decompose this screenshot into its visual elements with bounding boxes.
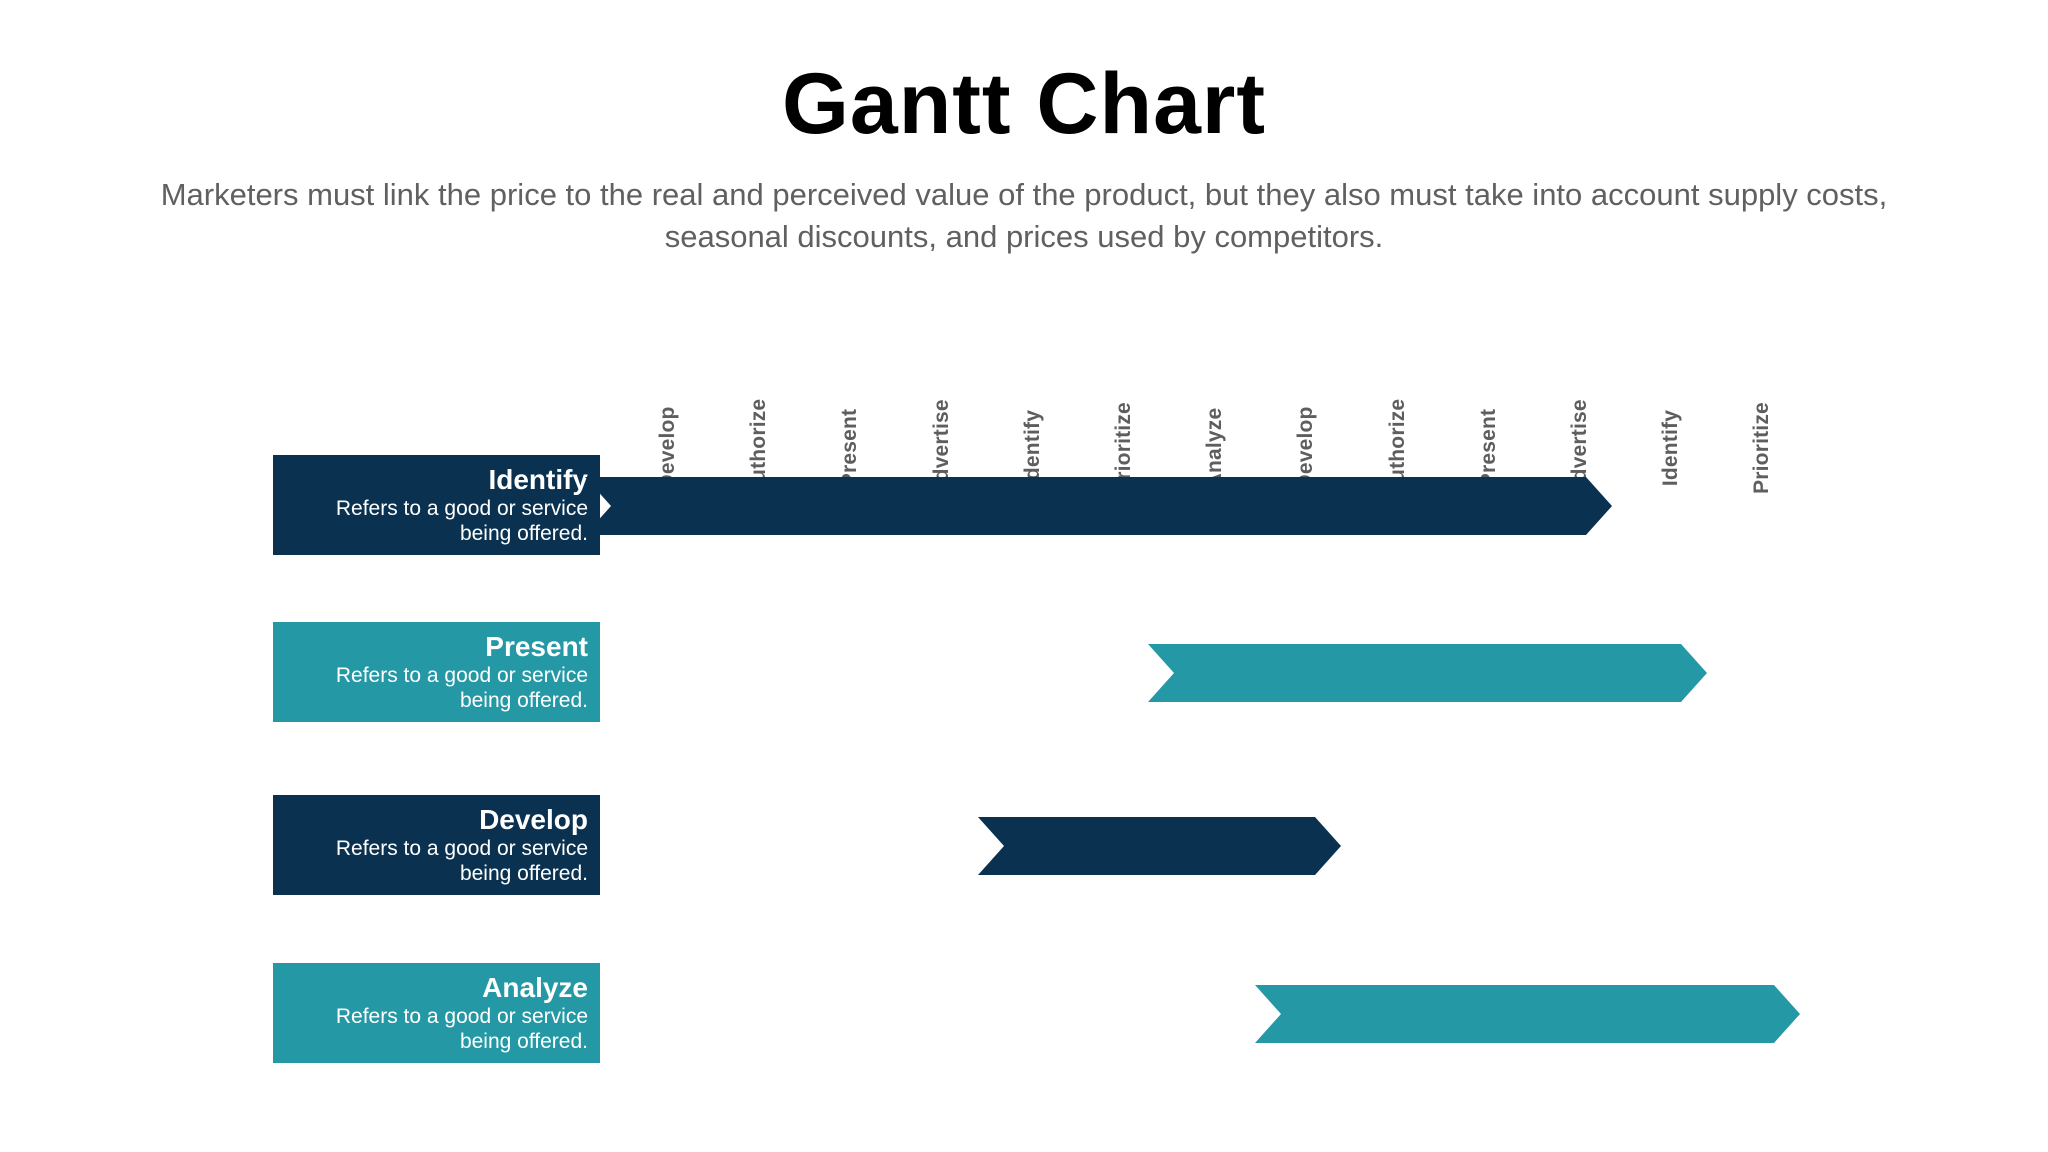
axis-tick-2: Present	[838, 336, 873, 487]
axis-tick-0: Develop	[656, 336, 691, 489]
task-bar-develop[interactable]	[978, 817, 1341, 875]
task-bar-present[interactable]	[1148, 644, 1707, 702]
timeline-axis: Develop Authorize Present Advertise Identify…	[622, 336, 1922, 498]
axis-tick-4: Identify	[1021, 336, 1056, 486]
page-subtitle: Marketers must link the price to the rea…	[160, 177, 1888, 254]
task-description: Refers to a good or service being offere…	[335, 664, 588, 713]
axis-tick-7: Develop	[1294, 336, 1329, 489]
axis-tick-5: Prioritize	[1112, 336, 1147, 494]
axis-tick-12: Prioritize	[1750, 336, 1785, 494]
axis-tick-10: Advertise	[1568, 336, 1603, 497]
task-bar-analyze[interactable]	[1255, 985, 1800, 1043]
axis-tick-6: Analyze	[1203, 336, 1238, 489]
task-title: Identify	[488, 464, 588, 496]
task-bar-identify[interactable]	[585, 477, 1612, 535]
task-title: Develop	[479, 804, 588, 836]
page-title: Gantt Chart	[782, 56, 1266, 152]
task-description: Refers to a good or service being offere…	[335, 1005, 588, 1054]
task-title: Analyze	[482, 972, 588, 1004]
header: Gantt Chart Marketers must link the pric…	[0, 56, 2048, 257]
task-title: Present	[485, 631, 588, 663]
axis-tick-8: Authorize	[1386, 336, 1421, 498]
task-description: Refers to a good or service being offere…	[335, 497, 588, 546]
axis-tick-11: Identify	[1659, 336, 1694, 486]
axis-tick-1: Authorize	[747, 336, 782, 498]
axis-tick-3: Advertise	[930, 336, 965, 497]
axis-tick-9: Present	[1477, 336, 1512, 487]
task-description: Refers to a good or service being offere…	[335, 837, 588, 886]
